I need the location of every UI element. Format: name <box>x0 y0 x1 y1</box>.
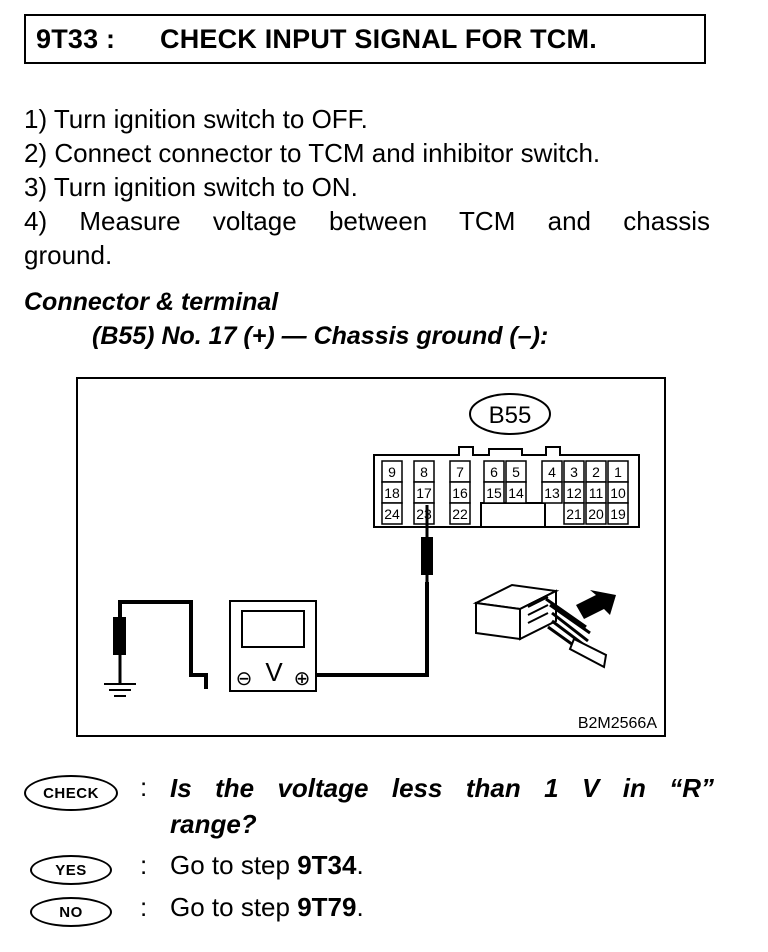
no-target-step: 9T79 <box>297 892 357 922</box>
check-question-line-1: Is the voltage less than 1 V in “R” <box>170 773 714 803</box>
terminal-number: 6 <box>490 464 498 480</box>
meter-probe-positive <box>421 505 433 582</box>
terminal-cell <box>607 502 629 525</box>
check-colon: : <box>140 772 148 802</box>
terminal-number: 3 <box>570 464 578 480</box>
yes-answer: Go to step 9T34. <box>170 850 364 881</box>
meter-probe-negative <box>113 617 126 683</box>
terminal-number: 15 <box>486 485 502 501</box>
yes-target-step: 9T34 <box>297 850 357 880</box>
terminal-number: 13 <box>544 485 560 501</box>
terminal-number: 7 <box>456 464 464 480</box>
terminal-number: 19 <box>610 506 626 522</box>
terminal-number: 23 <box>416 506 432 522</box>
terminal-number: 16 <box>452 485 468 501</box>
terminal-number: 14 <box>508 485 524 501</box>
negative-lead-wire <box>118 600 208 689</box>
yes-colon: : <box>140 850 148 880</box>
terminal-cell <box>585 502 607 525</box>
terminal-number: 21 <box>566 506 582 522</box>
procedure-step-4: 4) Measure voltage between TCM and chass… <box>24 206 710 236</box>
terminal-number: 24 <box>384 506 400 522</box>
voltmeter-label: V <box>265 657 283 687</box>
terminal-cell <box>483 481 505 504</box>
terminal-number: 9 <box>388 464 396 480</box>
procedure-step-1: 1) Turn ignition switch to OFF. <box>24 104 368 134</box>
terminal-number: 5 <box>512 464 520 480</box>
procedure-step-4-continued: ground. <box>24 240 113 270</box>
yes-badge: YES <box>30 855 112 885</box>
procedure-step-2: 2) Connect connector to TCM and inhibito… <box>24 138 601 168</box>
connector-illustration-icon <box>472 583 608 669</box>
check-badge: CHECK <box>24 775 118 811</box>
terminal-number: 8 <box>420 464 428 480</box>
connector-label-bubble: B55 <box>469 393 551 435</box>
terminal-cell <box>381 502 403 525</box>
terminal-cell <box>563 502 585 525</box>
yes-answer-suffix: . <box>356 850 364 880</box>
figure-id: B2M2566A <box>578 715 657 732</box>
check-question: Is the voltage less than 1 V in “R” rang… <box>170 770 714 842</box>
chassis-ground-icon <box>104 683 136 697</box>
terminal-number: 11 <box>589 485 604 501</box>
voltmeter-minus-terminal: ⊖ <box>236 668 253 690</box>
terminal-number: 18 <box>384 485 400 501</box>
terminal-cell <box>505 481 527 504</box>
procedure-steps: 1) Turn ignition switch to OFF. 2) Conne… <box>24 102 710 272</box>
insertion-arrow-icon <box>576 590 616 619</box>
terminal-cell <box>541 481 563 504</box>
terminal-number: 20 <box>588 506 604 522</box>
connector-heading: Connector & terminal <box>24 288 279 316</box>
check-question-line-2: range? <box>170 809 257 839</box>
step-title-box: 9T33 : CHECK INPUT SIGNAL FOR TCM. <box>24 14 706 64</box>
connector-label: B55 <box>489 402 532 429</box>
voltmeter-plus-terminal: ⊕ <box>294 668 311 690</box>
voltmeter-display <box>241 610 305 648</box>
yes-answer-prefix: Go to step <box>170 850 298 880</box>
no-answer: Go to step 9T79. <box>170 892 364 923</box>
procedure-step-3: 3) Turn ignition switch to ON. <box>24 172 358 202</box>
no-answer-suffix: . <box>356 892 364 922</box>
connector-spec: (B55) No. 17 (+) — Chassis ground (–): <box>92 322 549 350</box>
terminal-number: 12 <box>566 485 582 501</box>
terminal-number: 2 <box>592 464 600 480</box>
terminal-cell <box>449 502 471 525</box>
terminal-number: 1 <box>614 464 622 480</box>
diagram-frame <box>76 377 666 737</box>
step-title: CHECK INPUT SIGNAL FOR TCM. <box>160 23 597 54</box>
terminal-number: 17 <box>416 485 432 501</box>
no-colon: : <box>140 892 148 922</box>
terminal-number: 4 <box>548 464 556 480</box>
no-answer-prefix: Go to step <box>170 892 298 922</box>
terminal-cell <box>413 502 435 525</box>
terminal-number: 10 <box>610 485 626 501</box>
no-badge: NO <box>30 897 112 927</box>
step-code: 9T33 : <box>36 23 116 54</box>
voltmeter: V ⊖ ⊕ <box>229 600 317 692</box>
terminal-number: 22 <box>452 506 468 522</box>
